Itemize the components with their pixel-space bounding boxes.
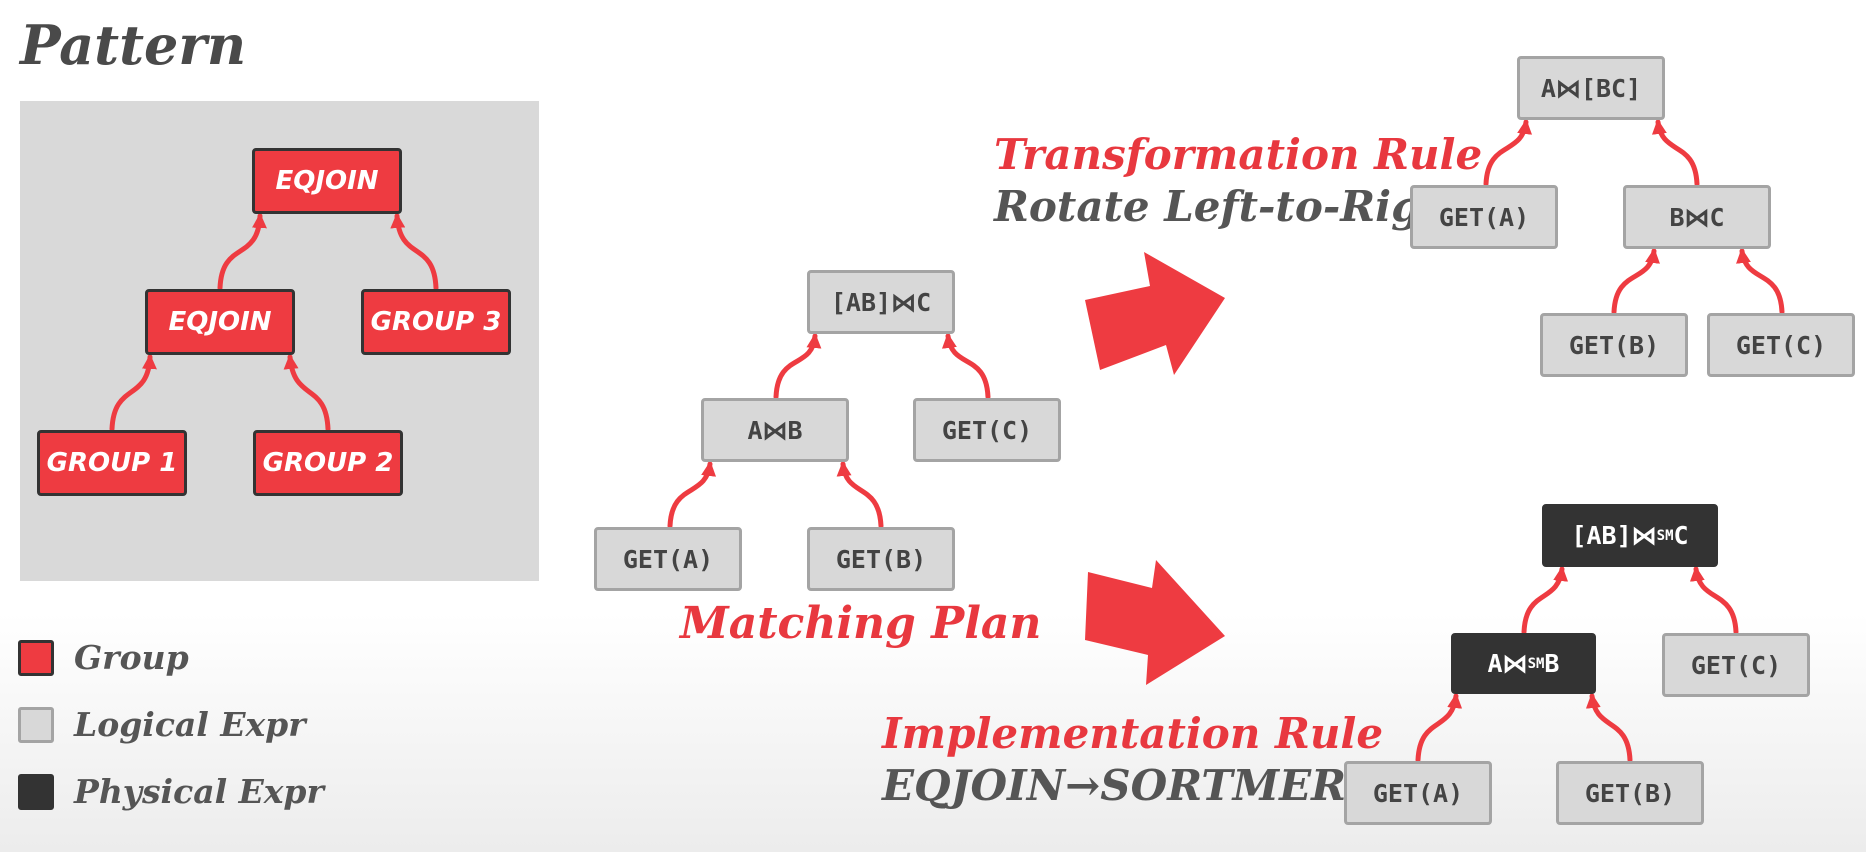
plan-edge-ll-left	[667, 461, 717, 529]
trans-edge-rl-right	[1611, 248, 1660, 315]
plan-node-get-c: GET(C)	[913, 398, 1061, 462]
plan-node-left: A⋈B	[701, 398, 849, 462]
impl-left-main: A⋈	[1487, 649, 1528, 678]
plan-node-get-a: GET(A)	[594, 527, 742, 591]
legend-physical-label: Physical Expr	[74, 772, 324, 811]
plan-edge-right-root	[941, 333, 991, 400]
legend-logical: Logical Expr	[18, 705, 306, 744]
trans-node-right: B⋈C	[1623, 185, 1771, 249]
pattern-node-group-3: GROUP 3	[361, 289, 511, 355]
plan-edge-left-root	[773, 333, 822, 400]
pattern-node-eqjoin-left: EQJOIN	[145, 289, 295, 355]
plan-node-root: [AB]⋈C	[807, 270, 955, 334]
implementation-rule-subtitle: EQJOIN→SORTMERGE	[882, 761, 1414, 810]
impl-root-sub: SM	[1656, 527, 1674, 544]
legend-physical-swatch	[18, 773, 54, 810]
impl-edge-ll-left	[1415, 693, 1463, 763]
transformation-rule-subtitle: Rotate Left-to-Right	[994, 182, 1471, 231]
transformation-rule-title: Transformation Rule	[994, 130, 1483, 179]
legend-group-label: Group	[74, 638, 189, 677]
pattern-node-group-2: GROUP 2	[253, 430, 403, 496]
pattern-node-group-1: GROUP 1	[37, 430, 187, 496]
transformation-arrow	[1085, 252, 1225, 375]
pattern-title: Pattern	[20, 13, 247, 77]
impl-left-sub: SM	[1527, 655, 1545, 672]
trans-node-get-b: GET(B)	[1540, 313, 1688, 377]
trans-edge-rr-right	[1736, 248, 1785, 315]
trans-node-root: A⋈[BC]	[1517, 56, 1665, 120]
impl-node-get-b: GET(B)	[1556, 761, 1704, 825]
impl-edge-right-root	[1689, 566, 1739, 635]
trans-edge-left-root	[1483, 119, 1533, 187]
impl-edge-lr-left	[1585, 693, 1633, 763]
impl-edge-left-root	[1521, 566, 1569, 635]
matching-plan-label: Matching Plan	[680, 598, 1042, 649]
implementation-rule-title: Implementation Rule	[882, 709, 1384, 758]
implementation-arrow	[1085, 560, 1225, 685]
legend-group-swatch	[18, 639, 54, 676]
legend-logical-swatch	[18, 706, 54, 743]
pattern-node-eqjoin-root: EQJOIN	[252, 148, 402, 214]
impl-left-tail: B	[1544, 649, 1560, 678]
trans-node-get-c: GET(C)	[1707, 313, 1855, 377]
impl-node-get-c: GET(C)	[1662, 633, 1810, 697]
impl-root-main: [AB]⋈	[1571, 521, 1657, 550]
impl-node-get-a: GET(A)	[1344, 761, 1492, 825]
trans-node-get-a: GET(A)	[1410, 185, 1558, 249]
plan-edge-lr-left	[836, 461, 884, 529]
trans-edge-right-root	[1651, 119, 1700, 187]
legend-group: Group	[18, 638, 189, 677]
legend-logical-label: Logical Expr	[74, 705, 306, 744]
legend-physical: Physical Expr	[18, 772, 324, 811]
impl-root-tail: C	[1673, 521, 1689, 550]
plan-node-get-b: GET(B)	[807, 527, 955, 591]
